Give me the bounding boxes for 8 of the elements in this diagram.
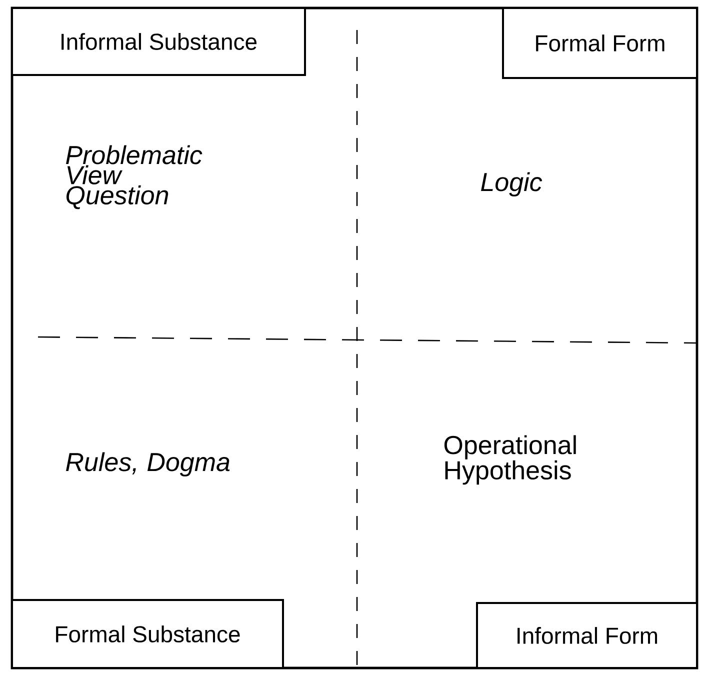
quadrant-label: Operational Hypothesis <box>444 435 576 485</box>
corner-box: Formal Form <box>502 7 698 79</box>
corner-box: Informal Form <box>476 602 698 669</box>
quadrant-label: Problematic View Question <box>66 145 202 210</box>
corner-box: Formal Substance <box>11 599 284 669</box>
quadrant-label: Rules, Dogma <box>66 452 230 476</box>
corner-box: Informal Substance <box>11 7 306 76</box>
quadrant-label: Logic <box>481 172 542 196</box>
